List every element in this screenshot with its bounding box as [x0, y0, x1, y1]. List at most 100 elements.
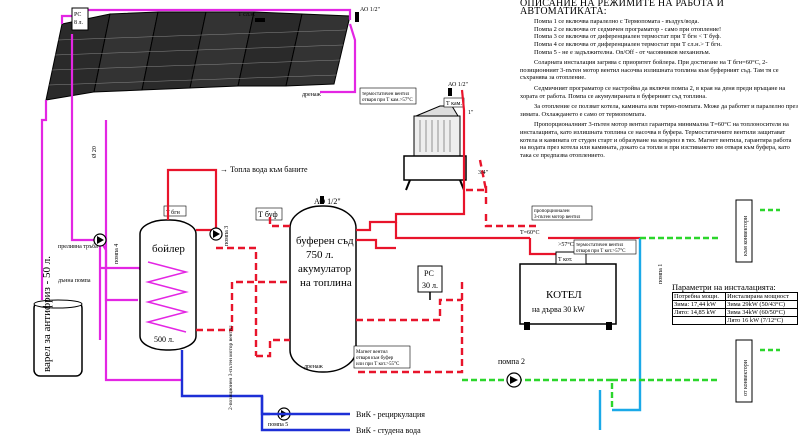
rs-mid-label: РС: [424, 269, 434, 278]
bottom-pump-label: дънна помпа: [58, 278, 91, 284]
table-cell: Зима 29kW (50/43°C): [725, 300, 798, 309]
pump5-label: помпа 5: [268, 422, 288, 428]
boiler-volume-label: 500 л.: [154, 335, 174, 344]
dhw-boiler-tank: [139, 219, 197, 351]
barrel-label: варел за антифриз - 50 л.: [41, 256, 53, 372]
antifreeze-barrel: [33, 299, 83, 377]
table-row: Лято: 14,85 kW Зима 34kW (60/50°C): [671, 308, 798, 317]
expansion-vessel-top: [71, 7, 89, 31]
table-cell: Лято 16 kW (7/12°C): [725, 316, 798, 325]
motor-valve-tag: [531, 205, 593, 221]
motor-valve-desc: 3-пътен мотор вентил: [534, 215, 581, 220]
parameters-header-required: Потребна мощн.: [671, 292, 727, 301]
thermo-valve-boiler-desc: отваря при Т кот.>57°С: [576, 249, 626, 254]
buffer-label-1: буферен съд: [296, 235, 354, 247]
buffer-label-3: акумулатор: [298, 263, 352, 275]
rs-top-label: РС: [74, 12, 81, 18]
parameters-title: Параметри на инсталацията:: [672, 282, 776, 292]
description-paragraph-3: За отопление се ползват котела, камината…: [520, 103, 798, 118]
description-paragraph-1: Соларната инсталация загрява с приоритет…: [520, 59, 779, 82]
t-kam-sensor-label: Т кам.: [446, 101, 462, 107]
overflow-label: преливна тръба: [58, 243, 98, 250]
from-convectors-manifold: [735, 339, 753, 403]
air-vent-mid-label: АО 1/2": [448, 82, 469, 88]
magnet-valve-desc-2: или при Т кот.>55°С: [356, 362, 400, 367]
air-vent-buffer: [320, 196, 324, 204]
air-vent-mid: [448, 88, 452, 96]
drain-label: дренаж: [302, 92, 322, 98]
cold-water-pipes: [180, 350, 350, 432]
thermo-valve-fireplace-label: термостатичен вентил: [362, 92, 410, 97]
table-row: Лято 16 kW (7/12°C): [671, 316, 798, 325]
table-cell: Зима: 17,44 kW: [671, 300, 727, 309]
description-paragraph-2: Седмичният програматор се настройва да в…: [520, 84, 786, 100]
parameters-table: Потребна мощн. Инсталирана мощност Зима:…: [671, 292, 798, 325]
pump2: [506, 372, 522, 388]
air-vent-top: [355, 12, 359, 22]
pump-rule-2: Помпа 2 се включва от седмичен програмат…: [534, 25, 722, 33]
kotel-label: КОТЕЛ: [546, 289, 582, 301]
parameters-header-installed: Инсталирана мощност: [725, 292, 798, 301]
hot-water-label: → Топла вода към баните: [220, 165, 308, 174]
thermo-valve-boiler-tag: [573, 239, 637, 255]
wood-boiler: [519, 251, 617, 330]
heating-circuit-pipes: [462, 208, 780, 430]
pump4-label: помпа 4: [114, 244, 120, 264]
thermo-valve-boiler-label: термостатичен вентил: [576, 243, 624, 248]
t-bgn-sensor-label: Т бгн: [166, 209, 181, 216]
to-convectors-label: към конвектори: [743, 215, 749, 256]
installation-parameters: Параметри на инсталацията: Потребна мощн…: [671, 282, 800, 332]
hot-return-dashed-pipes: [196, 159, 540, 374]
solar-collector-array: [45, 11, 351, 101]
pipe-d20-label: Ø 20: [92, 146, 98, 158]
table-cell: [671, 316, 727, 325]
pipe-size-34-label: 3/4": [478, 170, 489, 176]
air-vent-buffer-label: АО 1/2": [314, 197, 341, 206]
pump3-label: помпа 3: [224, 226, 230, 246]
buffer-label-4: на топлина: [300, 277, 352, 289]
kotel-power-label: на дърва 30 kW: [532, 305, 585, 314]
t-kot-sensor-label: Т кот.: [558, 257, 573, 263]
vik-recirc-label: ВиК - рециркулация: [356, 410, 425, 419]
air-vent-top-label: АО 1/2": [360, 7, 381, 13]
table-row: Потребна мощн. Инсталирана мощност: [671, 292, 798, 301]
buffer-label-2: 750 л.: [306, 249, 334, 261]
expansion-vessel-mid: [417, 265, 443, 293]
pump3: [209, 227, 223, 241]
rs-top-volume: 8 л.: [74, 20, 83, 26]
from-convectors-label: от конвектори: [743, 359, 749, 396]
magnet-valve-tag: [353, 345, 411, 369]
fireplace: [403, 105, 467, 191]
pump4: [93, 233, 107, 247]
boiler-label: бойлер: [152, 243, 185, 255]
t-bgn-sensor: [163, 205, 187, 217]
buffer-drain-label: дренаж: [304, 364, 324, 370]
description-title: ОПИСАНИЕ НА РЕЖИМИТЕ НА РАБОТА И АВТОМАТ…: [520, 0, 725, 17]
automation-description: ОПИСАНИЕ НА РЕЖИМИТЕ НА РАБОТА И АВТОМАТ…: [520, 0, 798, 270]
vik-cold-label: ВиК - студена вода: [356, 426, 421, 435]
to-convectors-manifold: [735, 199, 753, 263]
pump-rule-4: Помпа 4 се включва от диференциален терм…: [534, 40, 722, 48]
magnet-valve-desc-1: отваря към буфер: [356, 356, 394, 361]
t-sln-sensor: [255, 18, 265, 22]
t60-label: Т=60°С: [520, 229, 539, 236]
table-cell: Зима 34kW (60/50°C): [725, 308, 798, 317]
pump2-label: помпа 2: [498, 357, 525, 366]
pump-rule-1: Помпа 1 се включва паралелно с Термопома…: [534, 18, 700, 26]
thermo-valve-fireplace-desc: отваря при Т кам.>57°С: [362, 98, 413, 103]
table-row: Зима: 17,44 kW Зима 29kW (50/43°C): [671, 300, 798, 309]
motor-2pos-label: 2-позиционен 3-пътен мотор вентил: [228, 325, 234, 410]
thermo-valve-fireplace-tag: [359, 87, 417, 105]
t-buf-sensor-label: Т буф: [258, 210, 278, 219]
description-paragraph-4: Пропорционалният 3-пътен мотор вентил га…: [520, 121, 792, 159]
pump-rule-3: Помпа 3 се включва от диференциален терм…: [534, 33, 721, 41]
pipe-size-1-label: 1": [468, 110, 474, 116]
motor-valve-label: пропорционален: [534, 209, 570, 214]
hot-water-pipes: [166, 89, 640, 256]
table-cell: Лято: 14,85 kW: [671, 308, 727, 317]
buffer-tank: [289, 205, 357, 373]
t-sln-sensor-label: Т сл.н.: [238, 12, 256, 18]
t57-label: >57°С: [558, 241, 574, 248]
magnet-valve-label: Магнет вентил: [356, 350, 388, 355]
